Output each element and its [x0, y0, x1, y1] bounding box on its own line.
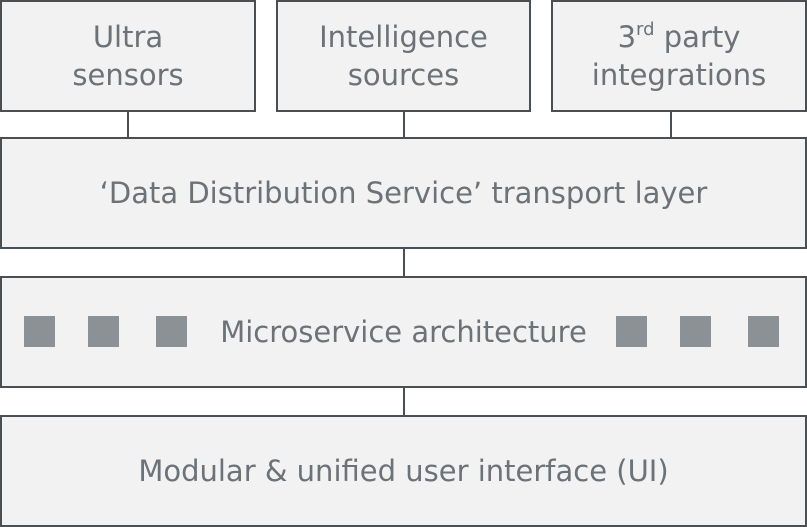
third-party-ordinal-suffix: rd [636, 19, 655, 40]
connector-dds-to-micro [403, 249, 405, 276]
connector-third-to-dds [670, 112, 672, 137]
ultra-sensors-box: Ultra sensors [0, 0, 256, 112]
connector-intel-to-dds [403, 112, 405, 137]
user-interface-box: Modular & unified user interface (UI) [0, 415, 807, 527]
microservice-architecture-box: Microservice architecture [0, 276, 807, 388]
dds-transport-layer-box: ‘Data Distribution Service’ transport la… [0, 137, 807, 249]
ultra-sensors-line2: sensors [72, 58, 184, 92]
third-party-word: party [663, 20, 741, 54]
microservice-square-icon [156, 316, 187, 347]
microservice-square-icon [88, 316, 119, 347]
microservice-architecture-label: Microservice architecture [220, 315, 587, 349]
intelligence-sources-line2: sources [347, 58, 460, 92]
intelligence-sources-line1: Intelligence [319, 20, 488, 54]
dds-transport-layer-label: ‘Data Distribution Service’ transport la… [99, 176, 708, 210]
intelligence-sources-box: Intelligence sources [276, 0, 531, 112]
third-party-number: 3 [617, 20, 637, 54]
ultra-sensors-line1: Ultra [92, 20, 164, 54]
microservice-square-icon [748, 316, 779, 347]
connector-micro-to-ui [403, 388, 405, 415]
microservice-square-icon [680, 316, 711, 347]
microservice-square-icon [24, 316, 55, 347]
third-party-integrations-box: 3rd party integrations [551, 0, 807, 112]
microservice-square-icon [616, 316, 647, 347]
user-interface-label: Modular & unified user interface (UI) [138, 454, 669, 488]
third-party-line2: integrations [591, 58, 767, 92]
connector-ultra-to-dds [127, 112, 129, 137]
third-party-line1: 3rd party [592, 18, 766, 56]
